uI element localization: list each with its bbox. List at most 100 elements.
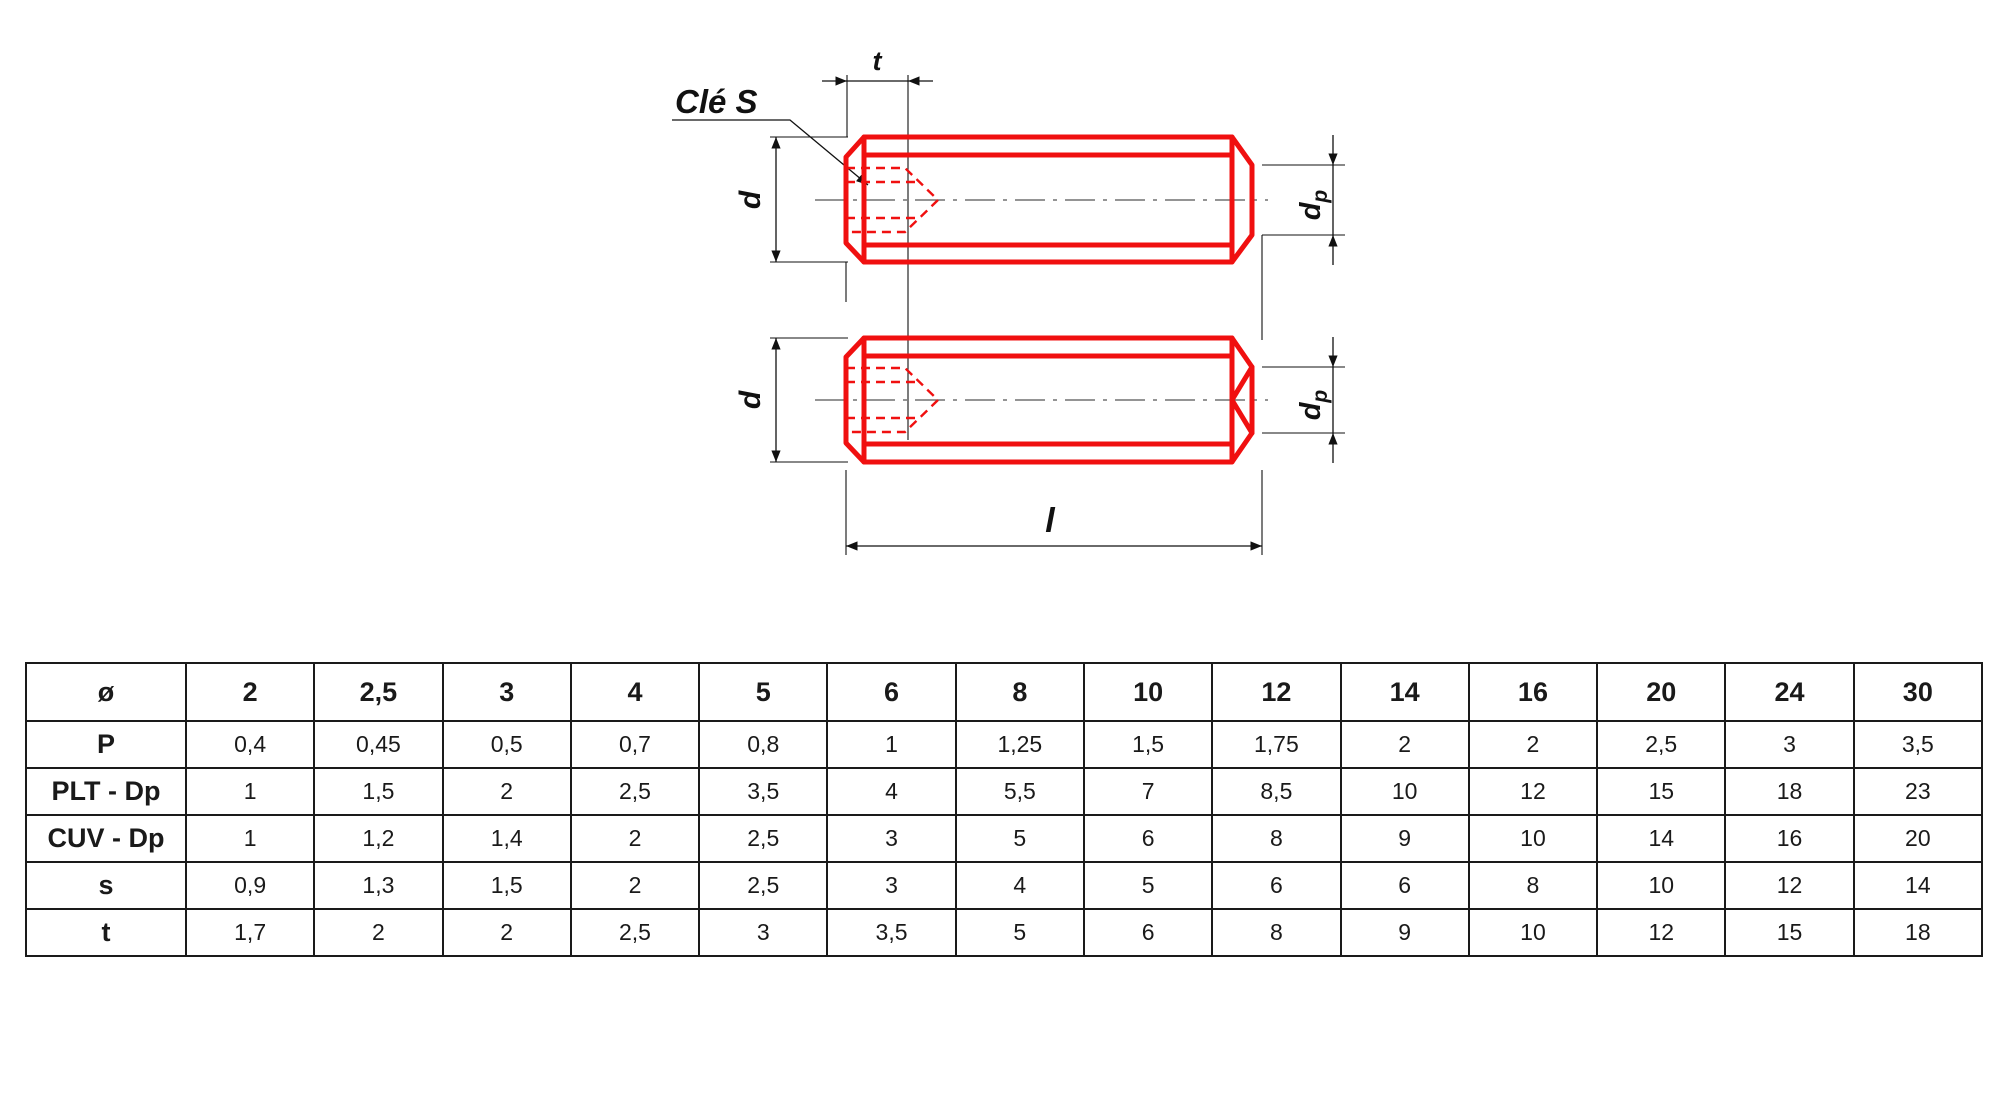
table-cell: 2: [1467, 720, 1599, 769]
diameter-cell: 16: [1467, 662, 1599, 722]
table-cell: 4: [954, 861, 1085, 910]
table-cell: 6: [1082, 908, 1214, 957]
table-cell: 2,5: [698, 814, 829, 863]
table-cell: 1,4: [441, 814, 572, 863]
diameter-cell: 30: [1852, 662, 1984, 722]
table-cell: 8,5: [1211, 767, 1342, 816]
diameter-cell: 20: [1596, 662, 1727, 722]
table-cell: 0,4: [184, 720, 316, 769]
row-label-cell: s: [25, 861, 187, 910]
table-cell: 0,8: [698, 720, 829, 769]
row-label-cell: P: [25, 720, 187, 769]
diameter-cell: 4: [569, 662, 701, 722]
table-cell: 18: [1852, 908, 1984, 957]
table-cell: 1,75: [1211, 720, 1342, 769]
dp-dimension-bottom: dp: [1262, 337, 1345, 463]
table-cell: 8: [1211, 814, 1342, 863]
table-cell: 2: [313, 908, 444, 957]
table-cell: 2,5: [569, 767, 701, 816]
table-cell: 6: [1339, 861, 1470, 910]
table-cell: 14: [1596, 814, 1727, 863]
table-cell: 0,7: [569, 720, 701, 769]
table-cell: 8: [1467, 861, 1599, 910]
table-cell: 2: [569, 861, 701, 910]
diameter-cell: 8: [954, 662, 1085, 722]
table-cell: 9: [1339, 814, 1470, 863]
table-cell: 2: [569, 814, 701, 863]
table-cell: 4: [826, 767, 957, 816]
table-cell: 0,5: [441, 720, 572, 769]
table-cell: 9: [1339, 908, 1470, 957]
flat-point-screw: [815, 134, 1268, 265]
table-cell: 23: [1852, 767, 1984, 816]
table-cell: 3: [826, 861, 957, 910]
key-callout: Clé S: [672, 83, 869, 186]
table-cell: 1: [826, 720, 957, 769]
table-cell: 0,45: [313, 720, 444, 769]
row-label-cell: PLT - Dp: [25, 767, 187, 816]
table-cell: 5: [954, 814, 1085, 863]
table-cell: 14: [1852, 861, 1984, 910]
table-cell: 0,9: [184, 861, 316, 910]
diameter-cell: 10: [1082, 662, 1214, 722]
table-cell: 3,5: [698, 767, 829, 816]
table-cell: 7: [1082, 767, 1214, 816]
table-cell: 10: [1467, 908, 1599, 957]
set-screw-drawing: t Clé S d: [672, 46, 1345, 555]
table-cell: 1,25: [954, 720, 1085, 769]
table-cell: 5: [954, 908, 1085, 957]
table-cell: 1,3: [313, 861, 444, 910]
table-cell: 3: [1724, 720, 1855, 769]
diameter-cell: 24: [1724, 662, 1855, 722]
table-cell: 6: [1211, 861, 1342, 910]
table-cell: 1,5: [1082, 720, 1214, 769]
table-cell: 6: [1082, 814, 1214, 863]
table-cell: 2,5: [1596, 720, 1727, 769]
table-cell: 2: [1339, 720, 1470, 769]
table-cell: 20: [1852, 814, 1984, 863]
diameter-cell: 12: [1211, 662, 1342, 722]
table-cell: 3,5: [826, 908, 957, 957]
cone-point-screw: [815, 335, 1268, 465]
table-cell: 12: [1467, 767, 1599, 816]
table-cell: 1: [184, 814, 316, 863]
table-cell: 1,5: [441, 861, 572, 910]
diameter-header-cell: ø: [25, 662, 187, 722]
table-cell: 1: [184, 767, 316, 816]
table-cell: 8: [1211, 908, 1342, 957]
table-cell: 10: [1339, 767, 1470, 816]
table-cell: 3: [826, 814, 957, 863]
diameter-cell: 6: [826, 662, 957, 722]
table-cell: 1,7: [184, 908, 316, 957]
d-dimension-top: d: [734, 136, 848, 263]
l-dimension: l: [845, 235, 1263, 555]
table-cell: 5: [1082, 861, 1214, 910]
table-cell: 10: [1596, 861, 1727, 910]
dp-label-bottom: dp: [1295, 390, 1332, 421]
table-cell: 2: [441, 908, 572, 957]
dp-label-top: dp: [1295, 190, 1332, 221]
table-cell: 2,5: [698, 861, 829, 910]
diameter-cell: 2: [184, 662, 316, 722]
table-cell: 16: [1724, 814, 1855, 863]
table-cell: 10: [1467, 814, 1599, 863]
dp-dimension-top: dp: [1262, 135, 1345, 265]
table-cell: 12: [1724, 861, 1855, 910]
table-cell: 2: [441, 767, 572, 816]
d-label-bottom: d: [734, 390, 767, 409]
key-label: Clé S: [675, 83, 758, 120]
diameter-cell: 3: [441, 662, 572, 722]
d-dimension-bottom: d: [734, 337, 848, 463]
table-cell: 12: [1596, 908, 1727, 957]
diameter-cell: 2,5: [313, 662, 444, 722]
table-cell: 15: [1596, 767, 1727, 816]
table-cell: 3: [698, 908, 829, 957]
table-cell: 3,5: [1852, 720, 1984, 769]
diameter-cell: 5: [698, 662, 829, 722]
